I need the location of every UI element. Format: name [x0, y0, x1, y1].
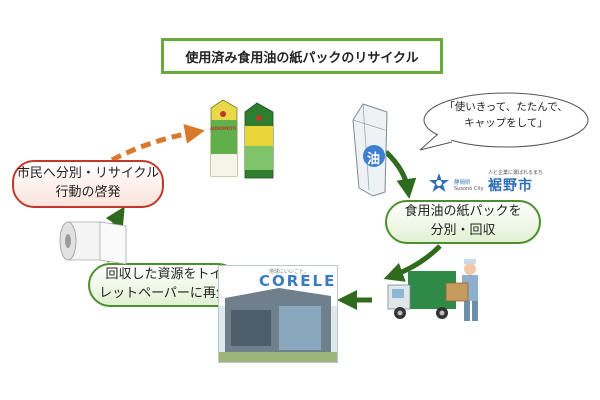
factory-tagline: 地球にいいこと。 — [269, 269, 310, 275]
step-collect-line-1: 食用油の紙パックを — [404, 204, 522, 220]
step-reuse: 回収した資源をトイ レットペーパーに再生 — [88, 263, 240, 307]
step-reuse-line-1: 回収した資源をトイ — [105, 267, 223, 283]
city-name: 裾野市 — [488, 178, 533, 194]
oil-mark-label: 油 — [367, 152, 381, 167]
diagram-title: 使用済み食用油の紙パックのリサイクル — [161, 38, 443, 74]
step-collect-line-2: 分別・回収 — [430, 223, 496, 238]
speech-bubble-shape — [419, 92, 589, 151]
oil-pack-icon — [210, 99, 274, 179]
step-citizens: 市民へ分別・リサイクル 行動の啓発 — [12, 160, 164, 208]
factory-sign: CORELEX — [259, 272, 337, 290]
worker-icon — [445, 259, 478, 321]
toilet-roll-icon — [59, 221, 127, 265]
step-citizens-line-2: 行動の啓発 — [55, 185, 121, 200]
speech-bubble-text: 「使いきって、たたんで、 キャップをして」 — [432, 100, 580, 132]
city-emblem-icon — [429, 173, 449, 192]
factory-icon — [219, 266, 337, 362]
speech-bubble-line-1: 「使いきって、たたんで、 — [444, 101, 568, 113]
city-tagline: 人と企業に選ばれるまち — [488, 170, 544, 176]
folded-pack-icon — [352, 103, 388, 197]
truck-scene — [387, 259, 478, 321]
step-citizens-line-1: 市民へ分別・リサイクル — [16, 166, 160, 182]
city-prefecture: 静岡県 — [454, 180, 471, 186]
step-reuse-line-2: レットペーパーに再生 — [99, 286, 229, 301]
factory-photo: CORELEX 地球にいいこと。 — [218, 265, 338, 363]
arrow-citizens-to-packs — [110, 124, 205, 163]
city-romaji: Susono City — [454, 186, 484, 192]
pack-brand-label: AJINOMOTO — [210, 126, 237, 131]
step-collect: 食用油の紙パックを 分別・回収 — [385, 200, 541, 244]
arrow-collect-to-truck — [383, 244, 442, 282]
arrow-pack-to-collect — [384, 150, 417, 199]
speech-bubble-line-2: キャップをして」 — [464, 116, 548, 129]
